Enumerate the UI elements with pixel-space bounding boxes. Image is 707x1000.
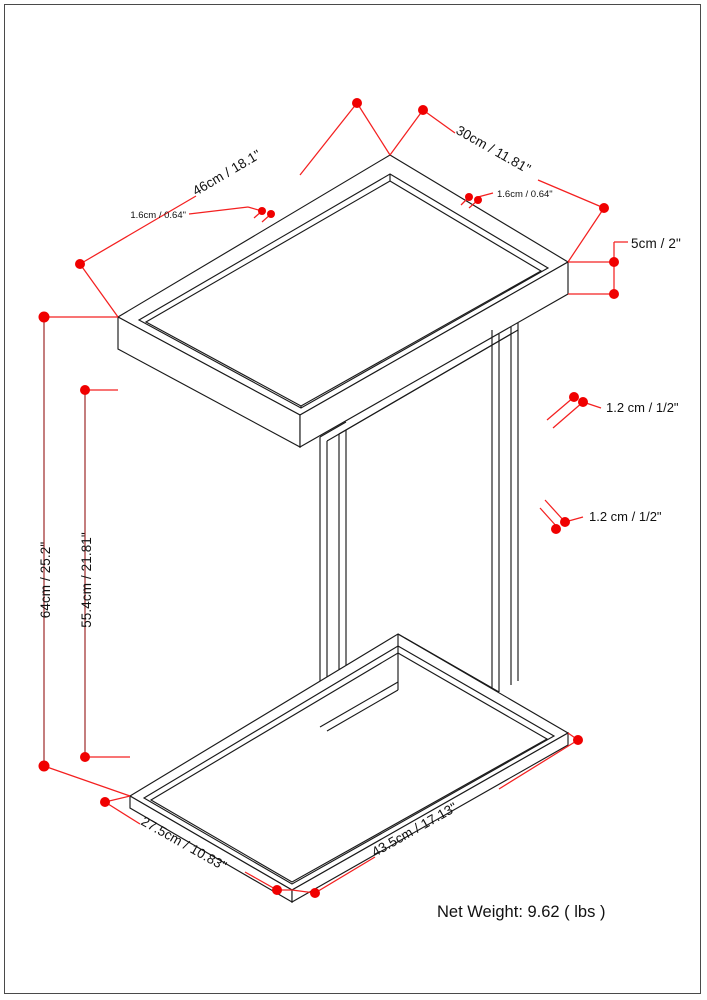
- top-thk-dot-b: [609, 289, 619, 299]
- table-object: [116, 154, 570, 903]
- dimension-lip-left: 1.6cm / 0.64": [130, 206, 275, 223]
- leg-upper-arrow-b: [552, 401, 584, 429]
- leg-upper-label: 1.2 cm / 1/2": [606, 400, 679, 415]
- base-depth-ext-b: [244, 871, 278, 891]
- top-depth-dot-b: [599, 203, 609, 213]
- top-width-ext-a: [299, 102, 358, 176]
- underside-height-label: 55.4cm / 21.81": [79, 532, 94, 628]
- leg-spine-top-cap-front: [319, 421, 347, 438]
- tray-top: [116, 154, 570, 448]
- dimension-leg-lower: 1.2 cm / 1/2": [539, 499, 662, 534]
- top-thk-dot-a: [609, 257, 619, 267]
- lip-right-dot-b: [474, 196, 482, 204]
- underside-h-dot-top: [80, 385, 90, 395]
- rail-to-back-leg-b: [404, 637, 500, 693]
- lip-left-leader-2: [188, 206, 249, 215]
- dimension-top-thickness: 5cm / 2": [568, 236, 681, 299]
- lip-left-label: 1.6cm / 0.64": [130, 210, 186, 221]
- overall-h-dot-bottom: [38, 760, 50, 772]
- leg-upper-dot-a: [569, 392, 579, 402]
- top-depth-ext-a: [422, 109, 456, 134]
- leg-assembly: [319, 323, 519, 731]
- upper-rail: [338, 329, 519, 435]
- top-width-ext-b: [79, 195, 197, 265]
- base-depth-dot-a: [100, 797, 110, 807]
- lip-right-dot-a: [465, 193, 473, 201]
- base-width-ext-a: [314, 856, 376, 894]
- top-width-leader-a: [356, 102, 391, 156]
- leg-upper-dot-b: [578, 397, 588, 407]
- base-inner-opening: [142, 645, 556, 885]
- lip-left-dot-b: [267, 210, 275, 218]
- base-width-dot-b: [573, 735, 583, 745]
- top-depth-label: 30cm / 11.81": [454, 123, 534, 177]
- dimension-lip-right: 1.6cm / 0.64": [460, 189, 553, 209]
- lower-rail-edge-b: [326, 689, 399, 732]
- top-width-dot-a: [352, 98, 362, 108]
- base-inner-opening-2: [149, 652, 549, 883]
- leg-lower-dot-b: [551, 524, 561, 534]
- top-width-dot-b: [75, 259, 85, 269]
- lower-rail-edge-a: [319, 681, 399, 728]
- base-right-side-face: [291, 732, 569, 903]
- leg-lower-dot-a: [560, 517, 570, 527]
- dimension-underside-height: 55.4cm / 21.81": [79, 385, 130, 762]
- overall-h-ext-bottom: [43, 765, 131, 797]
- lip-right-label: 1.6cm / 0.64": [497, 189, 553, 200]
- top-depth-ext-b: [537, 179, 605, 209]
- lip-left-dot-a: [258, 207, 266, 215]
- top-width-leader-b: [79, 263, 119, 318]
- base-depth-dot-b: [272, 885, 282, 895]
- overall-h-dot-top: [38, 311, 50, 323]
- lower-rail: [319, 633, 500, 732]
- top-depth-dot-a: [418, 105, 428, 115]
- top-thickness-label: 5cm / 2": [631, 236, 681, 251]
- base-frame: [128, 633, 570, 903]
- dimension-leg-upper: 1.2 cm / 1/2": [546, 392, 679, 429]
- base-width-dot-a: [310, 888, 320, 898]
- base-width-ext-b: [498, 739, 579, 790]
- top-width-label: 46cm / 18.1": [190, 147, 264, 199]
- top-depth-leader-a: [389, 109, 424, 156]
- net-weight-label: Net Weight: 9.62 ( lbs ): [437, 903, 605, 921]
- underside-h-dot-bottom: [80, 752, 90, 762]
- top-depth-leader-b: [567, 207, 605, 263]
- dimension-overall-height: 64cm / 25.2": [38, 311, 131, 797]
- leg-lower-label: 1.2 cm / 1/2": [589, 509, 662, 524]
- upper-rail-edge-b: [338, 333, 512, 435]
- overall-height-label: 64cm / 25.2": [38, 542, 53, 619]
- lip-right-leader: [477, 192, 494, 198]
- leg-upper-arrow-a: [546, 396, 575, 421]
- base-depth-ext-a: [104, 801, 141, 825]
